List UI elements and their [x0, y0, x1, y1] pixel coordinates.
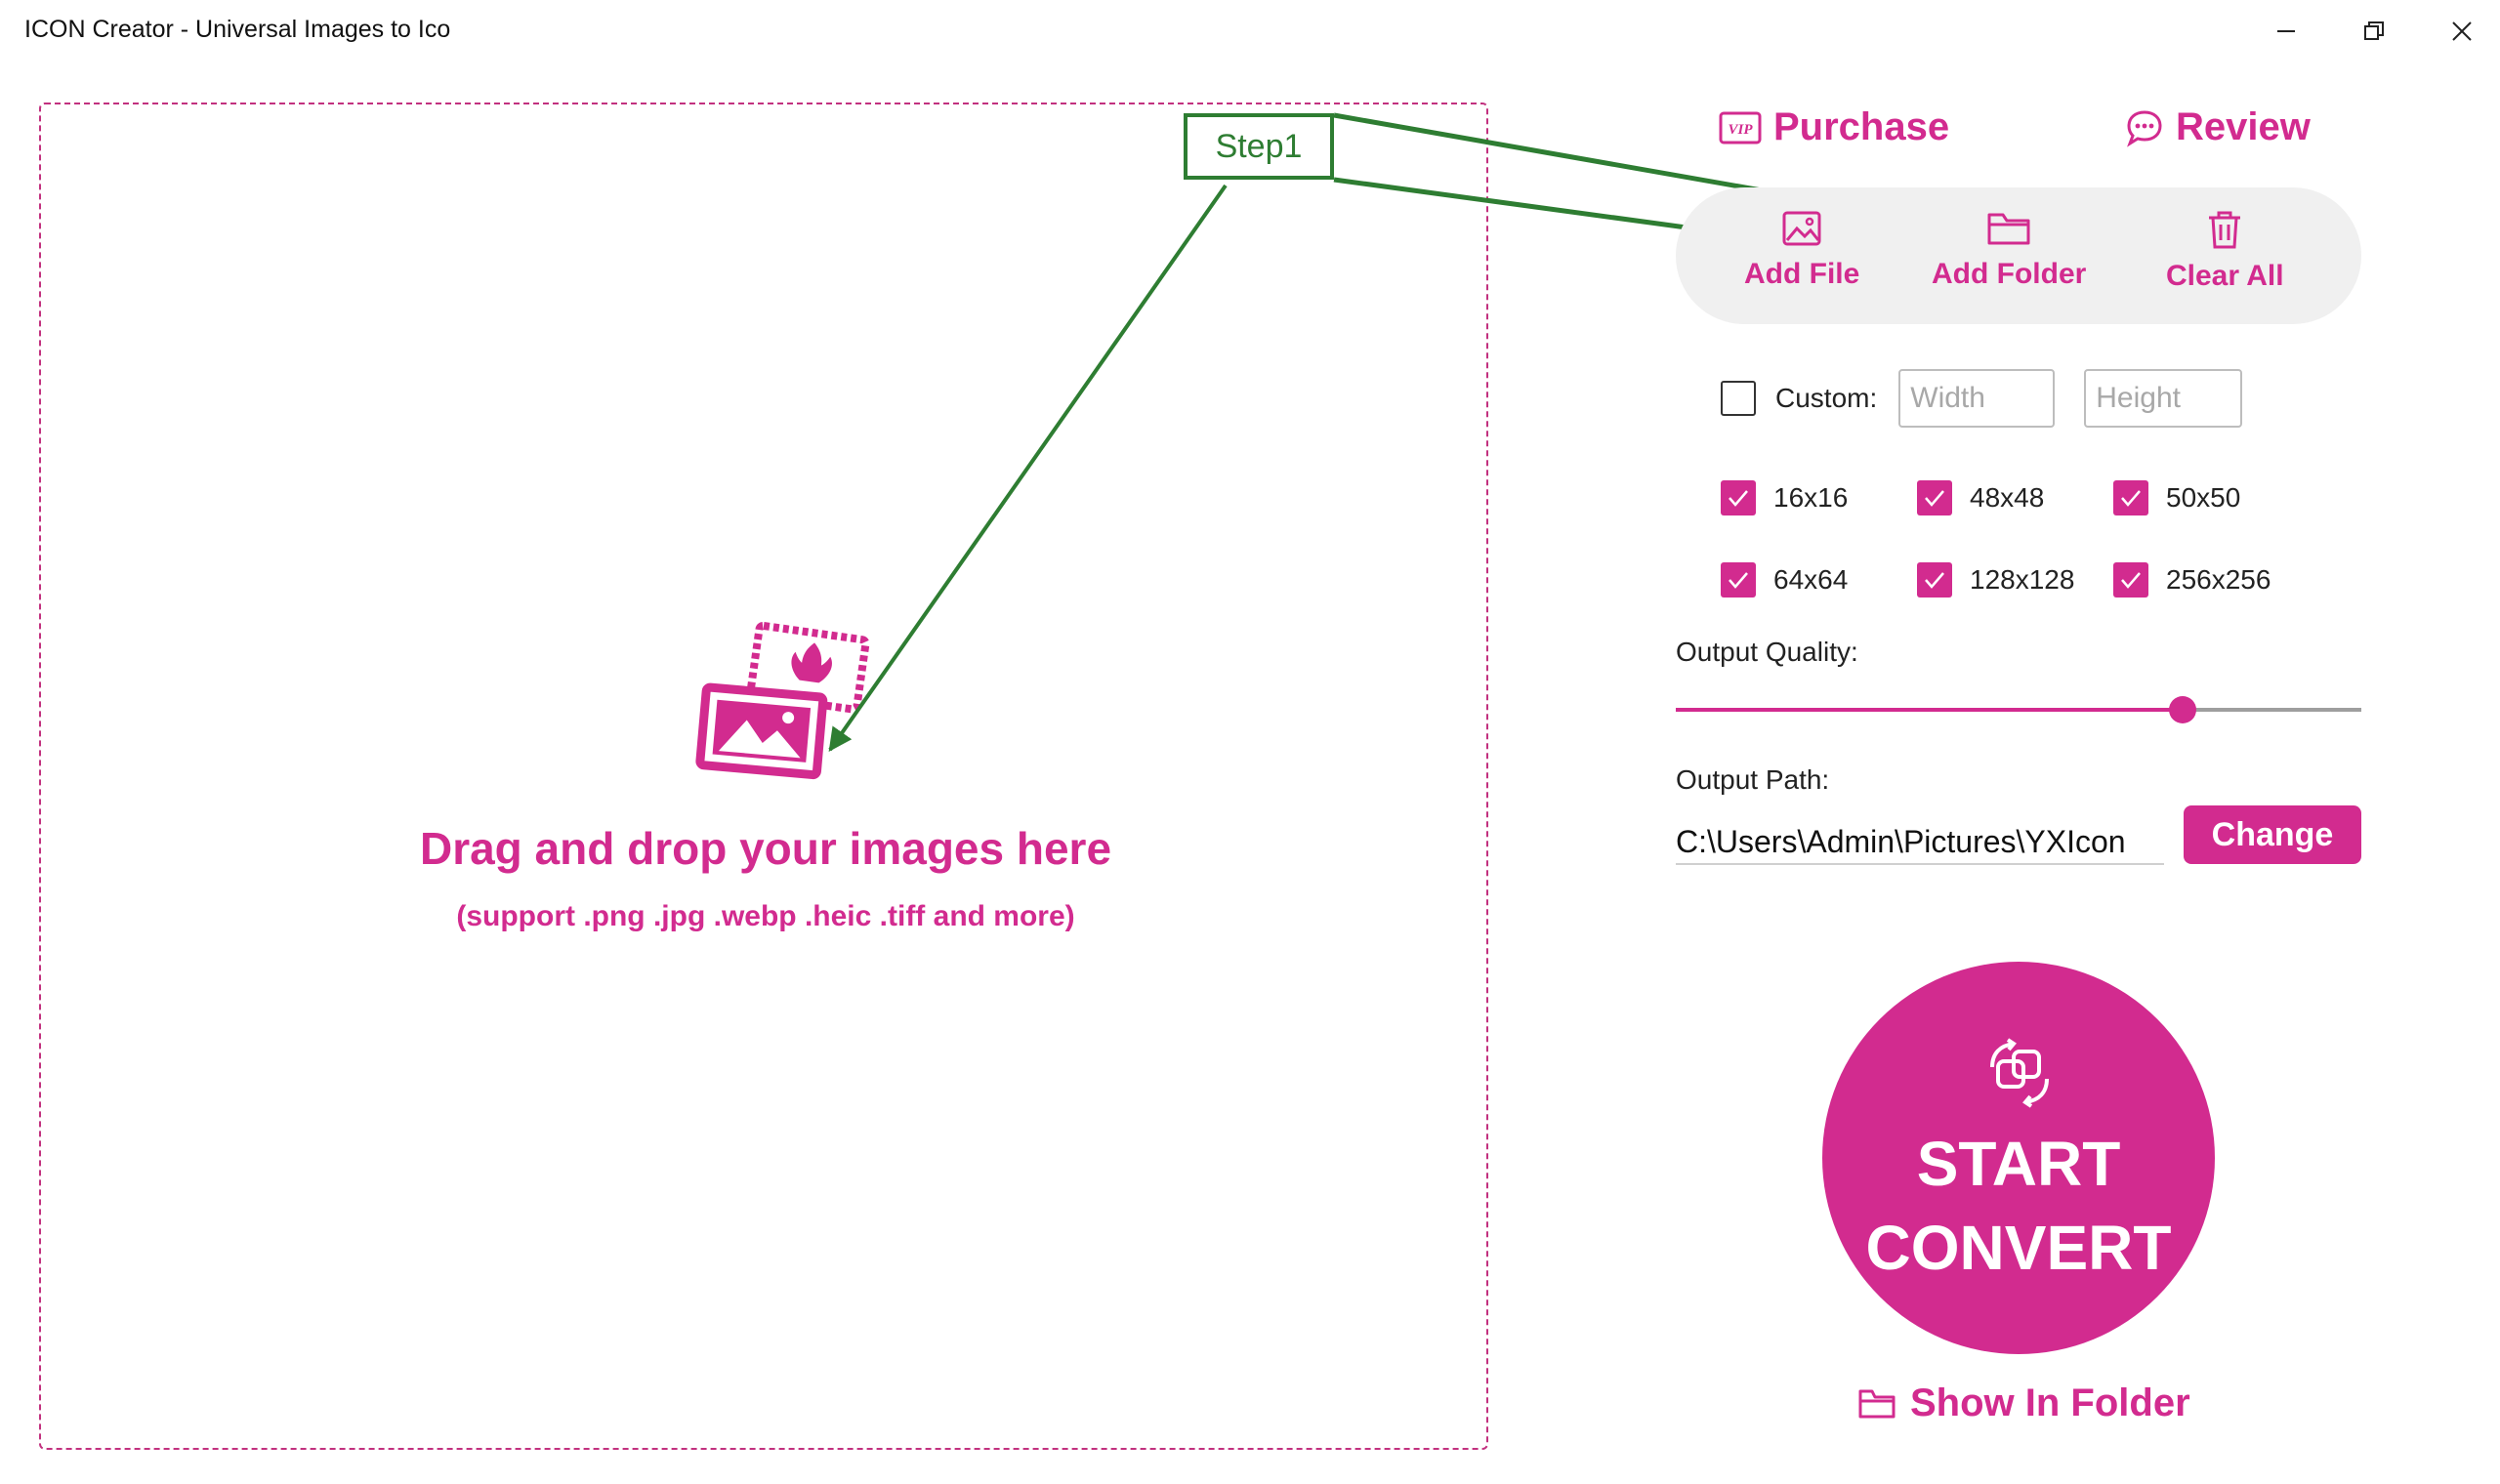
custom-width-input[interactable] — [1898, 369, 2056, 428]
drop-zone-title: Drag and drop your images here — [419, 823, 1112, 874]
checkmark-icon — [1729, 490, 1748, 507]
add-folder-label: Add Folder — [1932, 258, 2087, 290]
images-icon — [695, 621, 870, 780]
restore-button[interactable] — [2330, 8, 2418, 55]
output-quality-slider[interactable] — [1676, 695, 2361, 724]
show-in-folder-link[interactable]: Show In Folder — [1857, 1381, 2190, 1425]
add-file-button[interactable]: Add File — [1744, 209, 1859, 291]
custom-size-label: Custom: — [1775, 383, 1878, 413]
vip-icon: VIP — [1719, 111, 1762, 144]
checkmark-icon — [1925, 490, 1944, 507]
output-path-input[interactable] — [1676, 820, 2164, 865]
trash-icon — [2209, 211, 2241, 249]
size-label: 50x50 — [2166, 482, 2241, 513]
size-option-48x48[interactable]: 48x48 — [1917, 480, 2044, 515]
size-option-128x128[interactable]: 128x128 — [1917, 562, 2074, 598]
convert-icon — [1990, 1038, 2049, 1108]
drop-zone[interactable]: Drag and drop your images here (support … — [39, 103, 1488, 1450]
close-button[interactable] — [2418, 8, 2500, 55]
custom-size-checkbox[interactable] — [1721, 381, 1756, 416]
size-label: 16x16 — [1773, 482, 1849, 513]
size-checkbox[interactable] — [1721, 480, 1756, 515]
drop-zone-subtitle: (support .png .jpg .webp .heic .tiff and… — [456, 900, 1075, 932]
size-option-256x256[interactable]: 256x256 — [2113, 562, 2271, 598]
clear-all-label: Clear All — [2166, 260, 2284, 292]
folder-icon — [1987, 213, 2030, 245]
window-title: ICON Creator - Universal Images to Ico — [24, 16, 451, 43]
show-in-folder-label: Show In Folder — [1910, 1381, 2190, 1424]
output-quality-label: Output Quality: — [1676, 637, 1858, 667]
custom-height-input[interactable] — [2084, 369, 2243, 428]
folder-icon — [1858, 1389, 1896, 1418]
slider-fill — [1676, 708, 2184, 712]
start-label: START — [1916, 1129, 2121, 1199]
size-checkbox[interactable] — [2113, 562, 2148, 598]
close-icon — [2452, 21, 2472, 41]
review-label: Review — [2176, 105, 2311, 148]
file-actions-bar: Add File Add Folder Clear All — [1676, 187, 2361, 324]
custom-size-row: Custom: — [1721, 369, 2243, 428]
purchase-label: Purchase — [1773, 105, 1950, 148]
add-folder-button[interactable]: Add Folder — [1932, 209, 2086, 291]
size-label: 48x48 — [1970, 482, 2045, 513]
add-file-label: Add File — [1744, 258, 1860, 290]
checkmark-icon — [2121, 490, 2141, 507]
checkmark-icon — [2121, 572, 2141, 589]
title-bar: ICON Creator - Universal Images to Ico — [0, 0, 2500, 62]
checkmark-icon — [1729, 572, 1748, 589]
size-option-16x16[interactable]: 16x16 — [1721, 480, 1848, 515]
clear-all-button[interactable]: Clear All — [2166, 209, 2284, 293]
image-file-icon — [1782, 211, 1821, 246]
change-path-button[interactable]: Change — [2184, 805, 2361, 864]
convert-label: CONVERT — [1865, 1213, 2172, 1283]
size-label: 128x128 — [1970, 564, 2075, 595]
chat-bubble-icon — [2127, 109, 2162, 147]
size-checkbox[interactable] — [1721, 562, 1756, 598]
minimize-icon — [2277, 30, 2295, 32]
size-option-64x64[interactable]: 64x64 — [1721, 562, 1848, 598]
output-path-label: Output Path: — [1676, 764, 1830, 795]
size-checkbox[interactable] — [2113, 480, 2148, 515]
slider-thumb[interactable] — [2169, 696, 2197, 723]
step1-annotation-label: Step1 — [1184, 113, 1334, 180]
minimize-button[interactable] — [2242, 8, 2330, 55]
size-checkbox[interactable] — [1917, 480, 1952, 515]
purchase-link[interactable]: VIP Purchase — [1719, 105, 1949, 149]
size-label: 64x64 — [1773, 564, 1849, 595]
checkmark-icon — [1925, 572, 1944, 589]
review-link[interactable]: Review — [2125, 105, 2311, 149]
size-option-50x50[interactable]: 50x50 — [2113, 480, 2240, 515]
restore-icon — [2364, 21, 2384, 40]
start-convert-button[interactable]: START CONVERT — [1822, 962, 2215, 1354]
size-checkbox[interactable] — [1917, 562, 1952, 598]
svg-text:VIP: VIP — [1728, 122, 1753, 138]
size-label: 256x256 — [2166, 564, 2271, 595]
